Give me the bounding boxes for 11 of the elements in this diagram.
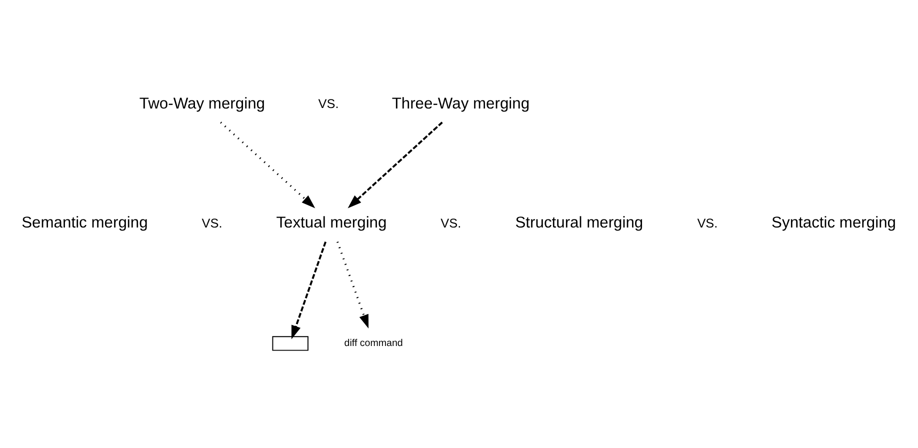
label: VS. — [318, 96, 339, 111]
node-text: Syntactic merging — [772, 214, 896, 232]
label: VS. — [440, 215, 462, 230]
node-text: diff command — [344, 338, 403, 349]
node-text: Structural merging — [515, 214, 644, 232]
label: VS. — [697, 215, 718, 230]
node-text: Semantic merging — [22, 214, 148, 232]
node-text: Three-Way merging — [392, 95, 530, 112]
node-text: Two-Way merging — [139, 95, 266, 112]
node-text: Textual merging — [276, 214, 387, 232]
label: VS. — [202, 215, 222, 230]
